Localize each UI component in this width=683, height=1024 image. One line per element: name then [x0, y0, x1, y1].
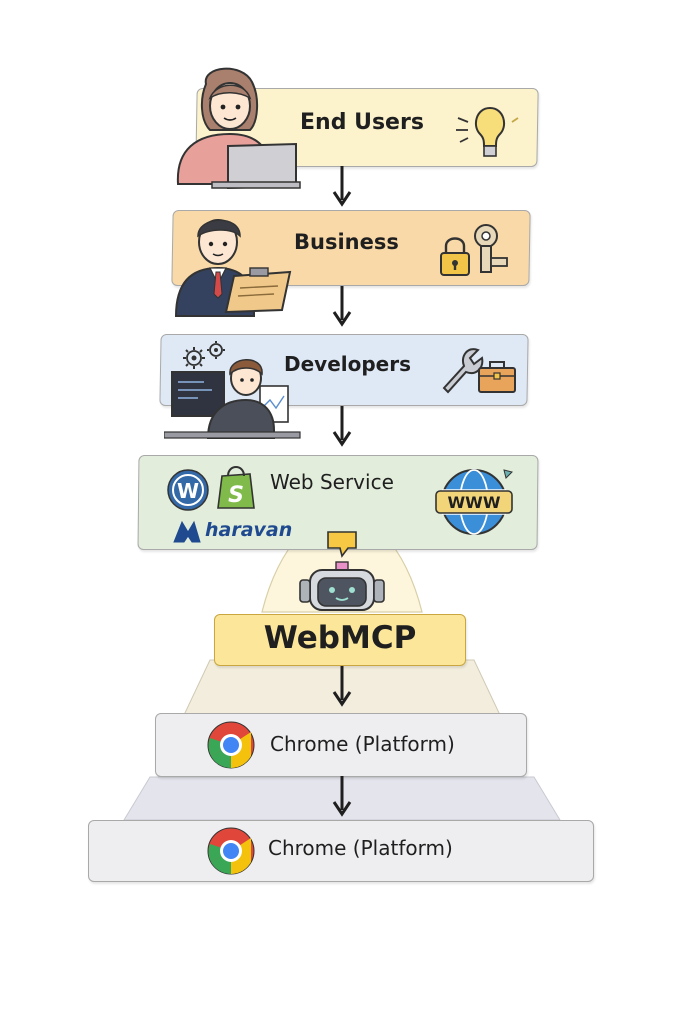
webmcp-label: WebMCP [263, 620, 417, 656]
haravan-wordmark: haravan [205, 519, 293, 541]
chrome-icon [207, 721, 255, 769]
wordpress-icon: W [167, 469, 209, 511]
chrome-platform-layer-lower [88, 820, 594, 882]
end-users-label: End Users [300, 110, 424, 135]
svg-text:S: S [228, 483, 244, 508]
chrome-platform-label-lower: Chrome (Platform) [268, 836, 453, 860]
www-globe-icon: WWW [435, 469, 513, 535]
wrench-icon [442, 348, 484, 394]
key-icon [474, 224, 508, 273]
web-service-label: Web Service [270, 470, 394, 494]
www-text: WWW [448, 493, 501, 512]
developers-label: Developers [284, 352, 412, 376]
padlock-icon [440, 237, 470, 276]
businessman-clipboard-icon [174, 219, 292, 317]
chrome-platform-label-upper: Chrome (Platform) [270, 732, 455, 756]
svg-text:W: W [177, 479, 199, 503]
haravan-logo-icon [173, 520, 201, 543]
robot-icon [299, 531, 385, 611]
toolbox-icon [478, 361, 516, 393]
developer-at-computer-icon [164, 359, 301, 439]
webmcp-layer [214, 614, 466, 666]
arrow-developers-to-web-service [332, 406, 352, 447]
woman-with-laptop-icon [176, 67, 301, 190]
chrome-icon [207, 827, 255, 875]
arrow-business-to-developers [332, 286, 352, 327]
business-label: Business [294, 230, 399, 254]
arrow-webmcp-to-chrome [332, 666, 352, 707]
arrow-chrome-to-chrome [332, 776, 352, 817]
lightbulb-icon [456, 106, 519, 157]
arrow-end-users-to-business [332, 166, 352, 207]
speech-bubble-icon [327, 531, 357, 558]
shopify-icon: S [217, 466, 255, 509]
gears-icon [183, 341, 225, 369]
